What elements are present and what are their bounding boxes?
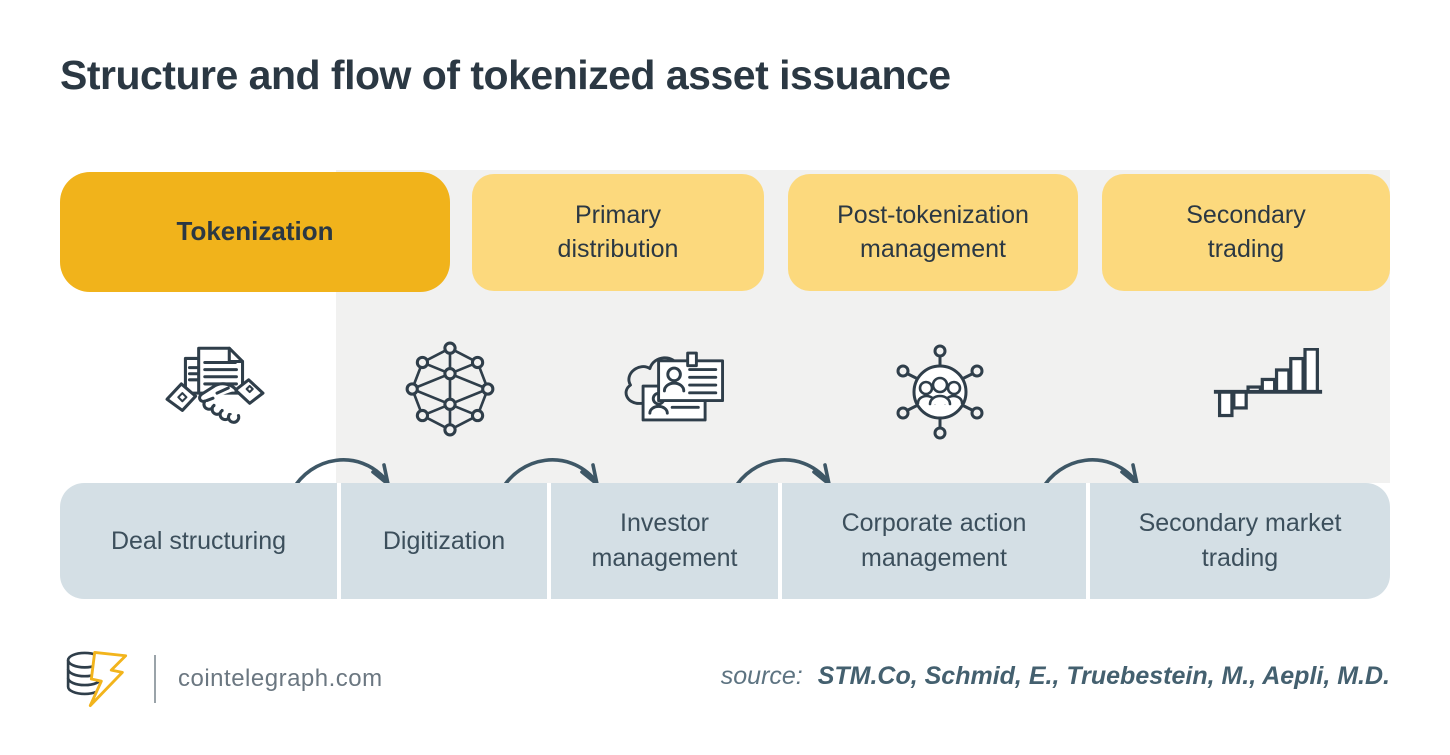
stage-label: Post-tokenization management <box>837 200 1029 263</box>
people-network-icon <box>890 340 990 440</box>
step-investor-management: Investor management <box>551 483 778 599</box>
step-deal-structuring: Deal structuring <box>60 483 337 599</box>
step-label: Corporate action management <box>841 509 1027 572</box>
cloud-id-cards-icon <box>614 340 740 434</box>
site-name[interactable]: cointelegraph.com <box>178 665 383 692</box>
stage-label: Primary distribution <box>557 200 679 263</box>
step-label: Investor management <box>591 509 738 572</box>
step-digitization: Digitization <box>341 483 547 599</box>
step-label: Digitization <box>382 526 506 555</box>
step-label: Secondary market trading <box>1138 509 1342 572</box>
brand-block: cointelegraph.com <box>60 648 383 710</box>
cointelegraph-logo-icon <box>66 650 128 708</box>
stage-tokenization: Tokenization <box>60 172 450 292</box>
stage-label: Tokenization <box>176 216 334 247</box>
step-label: Deal structuring <box>110 526 287 555</box>
footer-divider <box>154 655 156 703</box>
network-mesh-icon <box>404 340 496 438</box>
stage-label: Secondary trading <box>1186 200 1306 263</box>
source-label: source: <box>720 662 803 690</box>
step-corporate-action-management: Corporate action management <box>782 483 1086 599</box>
handshake-contract-icon <box>164 340 266 436</box>
stage-post-tokenization-management: Post-tokenization management <box>788 174 1078 291</box>
stage-primary-distribution: Primary distribution <box>472 174 764 291</box>
growth-bars-icon <box>1212 348 1324 428</box>
page-title: Structure and flow of tokenized asset is… <box>60 52 951 98</box>
stage-secondary-trading: Secondary trading <box>1102 174 1390 291</box>
step-secondary-market-trading: Secondary market trading <box>1090 483 1390 599</box>
source-value: STM.Co, Schmid, E., Truebestein, M., Aep… <box>817 662 1390 690</box>
source-credit: source: STM.Co, Schmid, E., Truebestein,… <box>721 662 1390 691</box>
footer: cointelegraph.com source: STM.Co, Schmid… <box>60 640 1390 720</box>
